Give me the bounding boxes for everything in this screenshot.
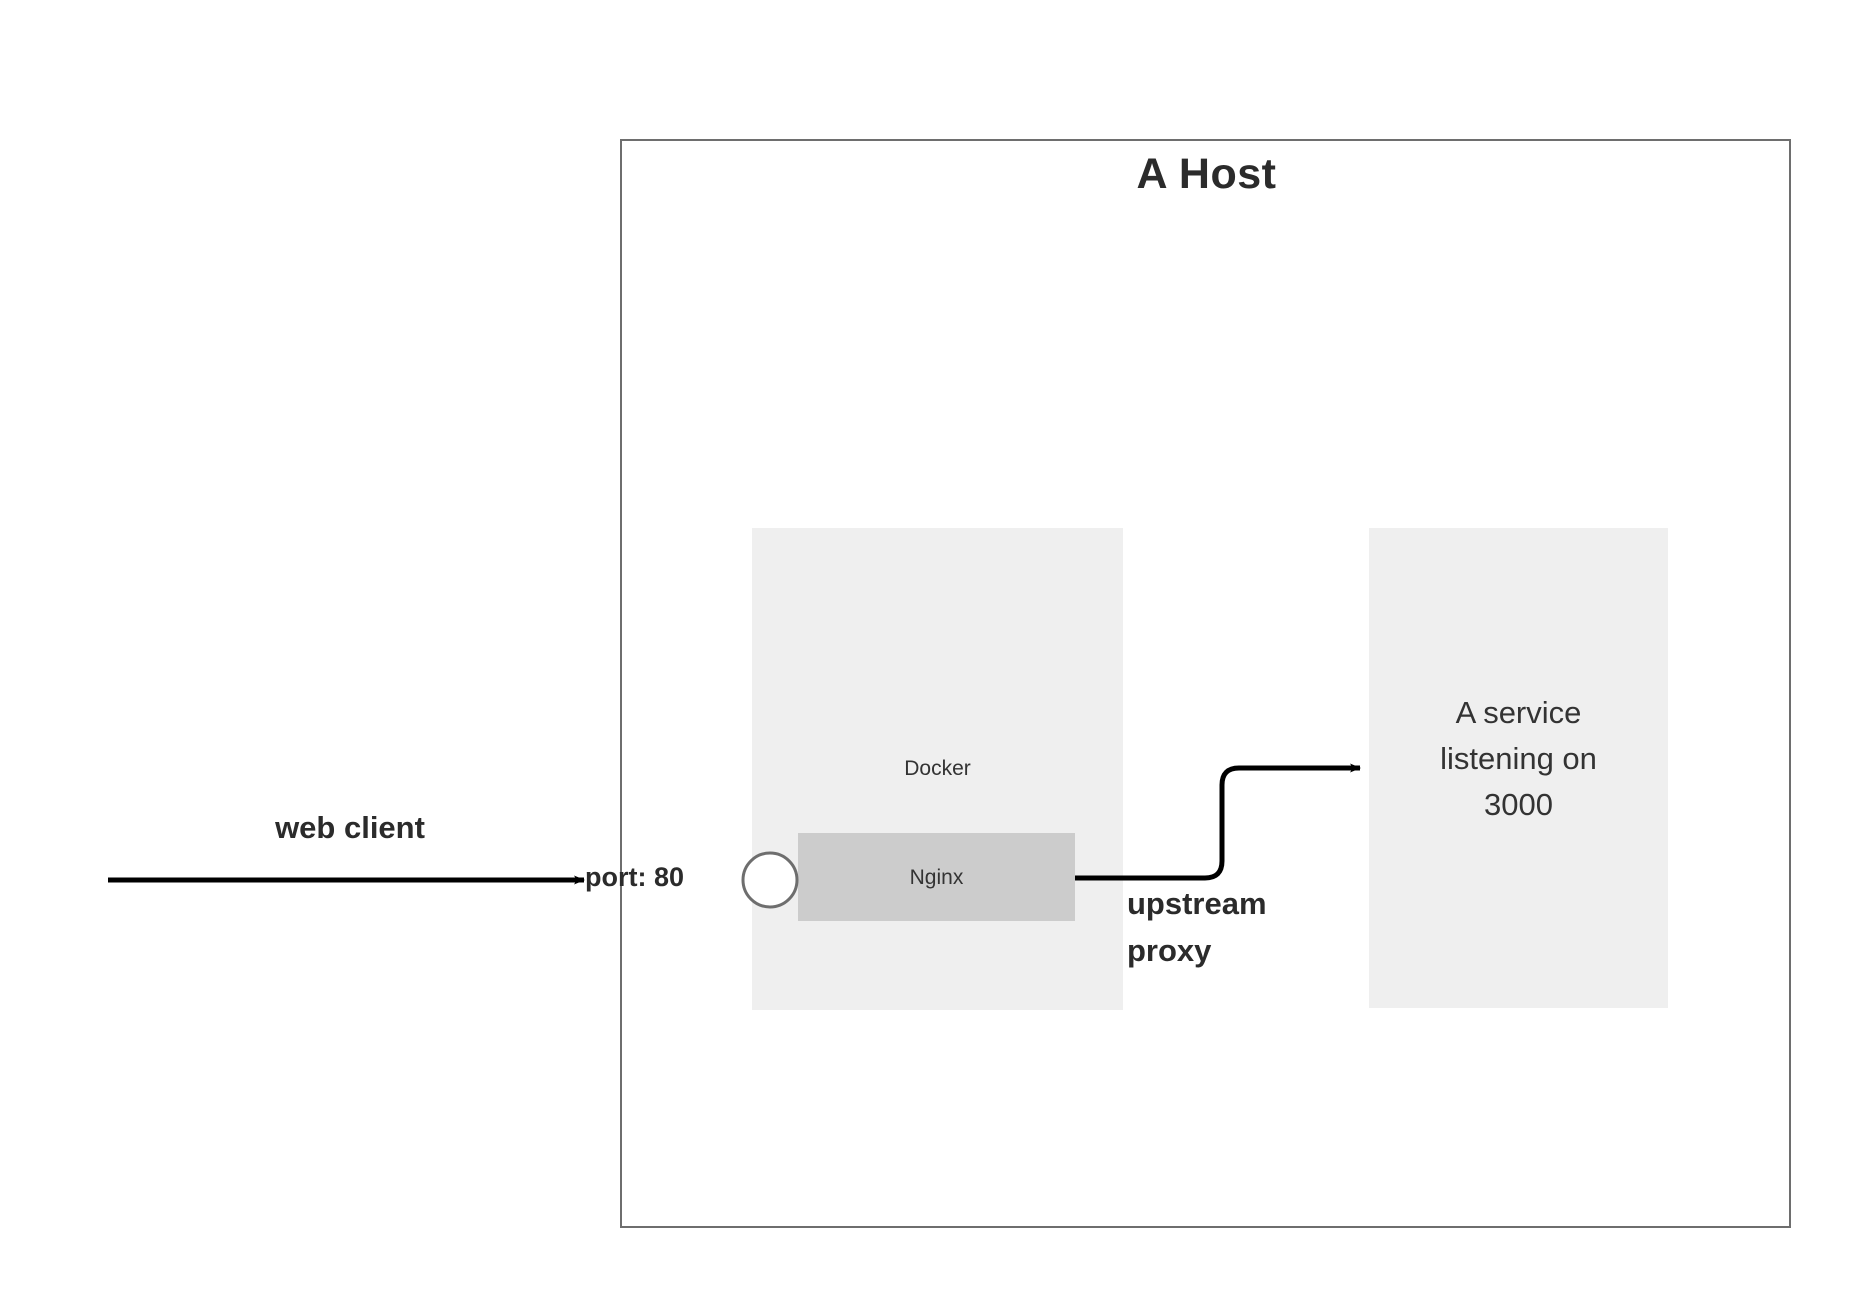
upstream-proxy-label: upstream proxy xyxy=(1127,880,1357,974)
web-client-label: web client xyxy=(275,810,425,845)
upstream-proxy-label-line-1: upstream xyxy=(1127,886,1267,921)
host-title: A Host xyxy=(1136,150,1277,198)
nginx-label: Nginx xyxy=(909,866,964,889)
service-label-line-1: A service xyxy=(1455,695,1582,730)
upstream-proxy-arrow xyxy=(1075,763,1361,881)
service-label-line-3: 3000 xyxy=(1484,787,1553,822)
service-label: A service listening on 3000 xyxy=(1369,690,1668,828)
port-label: port: 80 xyxy=(585,862,685,892)
upstream-proxy-label-line-2: proxy xyxy=(1127,933,1212,968)
service-box xyxy=(1369,528,1668,1008)
nginx-box xyxy=(798,833,1075,921)
service-label-line-2: listening on xyxy=(1440,741,1597,776)
docker-box xyxy=(752,528,1123,1010)
docker-label: Docker xyxy=(904,757,971,780)
port-marker-circle xyxy=(741,851,799,909)
